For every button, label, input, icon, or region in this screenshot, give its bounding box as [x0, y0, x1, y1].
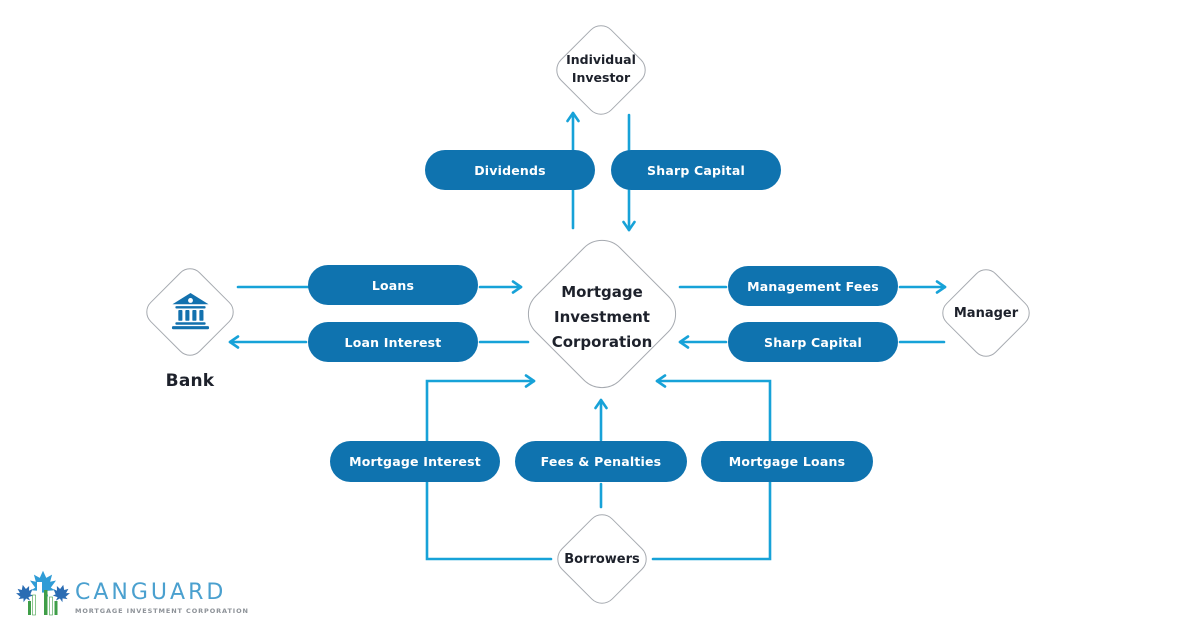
pill-mortgage-interest-label: Mortgage Interest	[349, 454, 481, 469]
pill-mortgage-loans: Mortgage Loans	[701, 441, 873, 482]
mic-line2: Investment	[554, 308, 650, 326]
pill-dividends-label: Dividends	[474, 162, 546, 178]
individual-investor-line2: Investor	[571, 70, 631, 85]
pill-management-fees-label: Management Fees	[747, 278, 879, 294]
pill-mortgage-loans-label: Mortgage Loans	[728, 454, 846, 469]
bank-icon	[171, 292, 210, 330]
pill-loan-interest-label: Loan Interest	[344, 334, 442, 350]
mic-line1: Mortgage	[561, 283, 643, 301]
logo-tagline: MORTGAGE INVESTMENT CORPORATION	[75, 607, 249, 615]
individual-investor-line1: Individual	[566, 52, 636, 67]
mic-line3: Corporation	[551, 333, 653, 351]
logo-name: CANGUARD	[75, 580, 227, 605]
borrowers-label: Borrowers	[564, 552, 640, 567]
pill-management-fees: Management Fees	[728, 266, 898, 306]
pill-dividends: Dividends	[425, 150, 595, 190]
canguard-logo: CANGUARD MORTGAGE INVESTMENT CORPORATION	[14, 570, 249, 617]
pill-sharp-capital-right: Sharp Capital	[728, 322, 898, 362]
bank-label: Bank	[165, 371, 215, 391]
pill-sharp-capital-top-label: Sharp Capital	[647, 162, 745, 178]
mic-label: Mortgage Investment Corporation	[522, 280, 682, 355]
pill-sharp-capital-top: Sharp Capital	[611, 150, 781, 190]
manager-label: Manager	[953, 306, 1019, 321]
individual-investor-label: Individual Investor	[551, 51, 651, 87]
pill-sharp-capital-right-label: Sharp Capital	[764, 334, 862, 350]
pill-loan-interest: Loan Interest	[308, 322, 478, 362]
pill-fees-penalties: Fees & Penalties	[515, 441, 687, 482]
canguard-logo-mark-icon	[16, 570, 70, 616]
pill-loans: Loans	[308, 265, 478, 305]
pill-loans-label: Loans	[371, 277, 415, 293]
pill-mortgage-interest: Mortgage Interest	[330, 441, 500, 482]
pill-fees-penalties-label: Fees & Penalties	[540, 454, 662, 469]
